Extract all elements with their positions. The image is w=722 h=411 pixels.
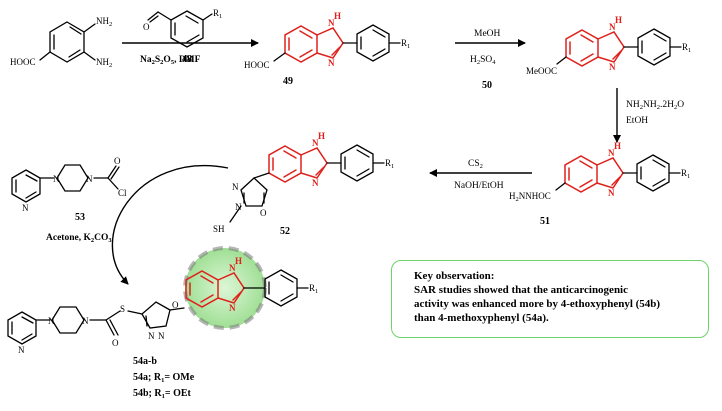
label-nh2-bottom: NH2 xyxy=(96,57,112,69)
label-n-54-b: N xyxy=(158,331,165,341)
svg-text:H: H xyxy=(318,131,325,141)
svg-text:H: H xyxy=(615,15,622,25)
key-observation-box: Key observation: SAR studies showed that… xyxy=(391,260,709,338)
compound-number-50: 50 xyxy=(482,80,492,91)
label-n-pip-54a: N xyxy=(48,316,55,326)
key-observation-line-2: activity was enhanced more by 4-ethoxyph… xyxy=(414,298,661,310)
reagent-step-1: Na2S2O5, DMF xyxy=(140,55,201,66)
arrow-step-5-curved xyxy=(111,165,229,285)
label-o-53: O xyxy=(114,156,121,166)
label-o-aldehyde: O xyxy=(143,22,150,32)
svg-text:N: N xyxy=(312,178,319,188)
label-n-52b: N xyxy=(235,202,242,212)
compound-label-54b: 54b; R1= OEt xyxy=(133,388,192,400)
label-meooc-50: MeOOC xyxy=(526,66,557,76)
compound-number-54: 54a-b xyxy=(133,356,157,367)
reagent-step-4a: CS2 xyxy=(468,159,483,170)
product-54-benzimidazole: N H N R1 xyxy=(185,256,318,313)
label-o-carbonyl-54: O xyxy=(112,338,119,348)
svg-text:N: N xyxy=(608,148,615,158)
svg-text:H: H xyxy=(235,256,242,266)
compound-number-53: 53 xyxy=(75,212,85,223)
starting-diaminobenzoic-acid: NH2 NH2 HOOC xyxy=(10,16,112,69)
reagent-step-3b: EtOH xyxy=(626,116,648,126)
label-sh-52: SH xyxy=(213,224,225,234)
key-observation-title: Key observation: xyxy=(414,270,495,282)
label-cl-53: Cl xyxy=(118,188,127,198)
svg-text:R1: R1 xyxy=(682,42,691,54)
label-nh-n-49: N xyxy=(328,18,335,28)
label-hooc-49: HOOC xyxy=(244,60,270,70)
svg-text:H: H xyxy=(614,141,621,151)
svg-text:R1: R1 xyxy=(309,283,318,295)
label-s-54: S xyxy=(120,304,125,314)
reagent-step-4b: NaOH/EtOH xyxy=(454,181,504,191)
svg-text:N: N xyxy=(312,138,319,148)
label-nh2-top: NH2 xyxy=(96,16,112,28)
svg-text:N: N xyxy=(608,188,615,198)
aldehyde-48: O R1 48 xyxy=(143,8,222,65)
compound-49: N H N R1 HOOC 49 xyxy=(244,11,410,87)
svg-text:R1: R1 xyxy=(385,158,394,170)
compound-53: N N N O Cl 53 xyxy=(11,156,127,223)
label-r1-49: R1 xyxy=(401,38,410,50)
key-observation-line-3: than 4-methoxyphenyl (54a). xyxy=(414,312,549,324)
label-h2nnhoc-51: H2NNHOC xyxy=(509,191,551,203)
label-n-pyridine-54: N xyxy=(18,345,25,355)
label-o-oxadiazole-54: O xyxy=(172,300,179,310)
svg-text:N: N xyxy=(609,62,616,72)
reagent-step-2b: H2SO4 xyxy=(470,55,496,66)
key-observation-line-1: SAR studies showed that the anticarcinog… xyxy=(414,284,629,296)
reagent-step-2a: MeOH xyxy=(474,29,501,39)
label-n-pip-54b: N xyxy=(82,316,89,326)
label-n-pip-53b: N xyxy=(86,174,93,184)
compound-51: N H N R1 xyxy=(555,141,690,198)
label-o-52: O xyxy=(260,208,267,218)
label-n-52a: N xyxy=(232,182,239,192)
reagent-step-3a: NH2NH2.2H2O xyxy=(626,100,684,111)
compound-label-54a: 54a; R1= OMe xyxy=(133,372,195,384)
product-54: N N N O S N N O xyxy=(7,300,185,355)
label-n-54-a: N xyxy=(148,331,155,341)
label-n-pip-53a: N xyxy=(53,174,60,184)
label-nh-h-49: H xyxy=(334,11,341,21)
svg-text:N: N xyxy=(229,263,236,273)
label-n-pyridine-53: N xyxy=(22,203,29,213)
svg-text:R1: R1 xyxy=(681,168,690,180)
reagent-step-5: Acetone, K2CO3 xyxy=(46,233,112,244)
svg-text:N: N xyxy=(609,22,616,32)
compound-number-52: 52 xyxy=(280,226,290,237)
label-r1-aldehyde: R1 xyxy=(213,8,222,20)
compound-number-49: 49 xyxy=(283,76,293,87)
label-hooc-start: HOOC xyxy=(10,57,36,67)
compound-number-48: 48 xyxy=(182,54,192,65)
label-n-49: N xyxy=(328,58,335,68)
compound-52: N H N R1 xyxy=(253,131,394,188)
svg-text:N: N xyxy=(229,303,236,313)
compound-50: N H N R1 xyxy=(556,15,691,72)
compound-number-51: 51 xyxy=(540,216,550,227)
oxadiazole-52: N N O SH xyxy=(213,177,268,234)
